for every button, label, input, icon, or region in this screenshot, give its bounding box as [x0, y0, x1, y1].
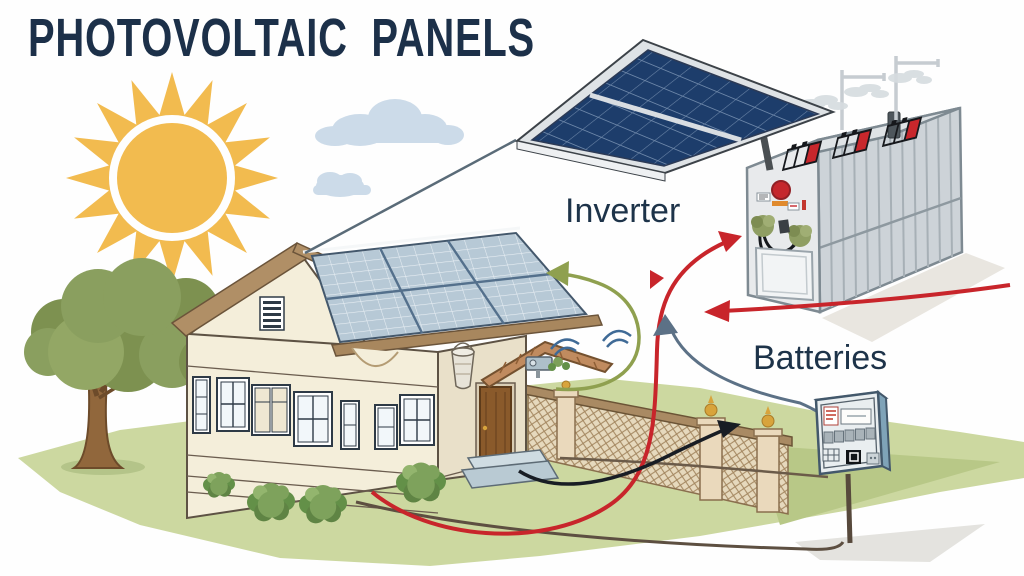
hanging-bucket — [451, 342, 475, 390]
array-dividers — [325, 240, 552, 334]
flow-arcs — [550, 329, 632, 356]
olive-ground-wedge — [755, 445, 1000, 525]
label-sticker-orange — [772, 201, 788, 206]
red-arrowhead-left — [704, 300, 730, 322]
black-arrowhead — [717, 420, 741, 438]
page-title: PHOTOVOLTAIC PANELS — [28, 8, 535, 68]
green-arrow-curve — [555, 272, 641, 392]
gable-vent — [259, 296, 285, 331]
cloud-small — [313, 172, 371, 197]
meter-pole — [845, 473, 853, 544]
red-arrowhead-mid — [650, 270, 664, 289]
meter-red-sticker — [823, 406, 839, 426]
fence-post-3 — [753, 406, 783, 513]
antenna-masts — [840, 56, 940, 130]
french-doors — [251, 384, 291, 436]
vapor-wisps — [798, 70, 932, 110]
rooftop-solar-array — [302, 226, 604, 357]
panel-to-house-wire — [304, 138, 517, 255]
container-rail — [818, 196, 962, 250]
wall-meter-device — [525, 356, 570, 378]
slate-arrowhead — [653, 314, 678, 336]
red-button — [771, 180, 791, 200]
eave-scallop — [351, 347, 399, 368]
panel-center-divider — [589, 92, 742, 143]
panel-frame-thickness — [516, 140, 666, 182]
window-3 — [293, 391, 333, 447]
pole-shadow-wedge — [795, 524, 985, 562]
cloud-large — [315, 99, 464, 146]
green-arrowhead — [546, 261, 569, 286]
window-6 — [399, 394, 435, 446]
meter-switch-row — [823, 427, 876, 444]
window-2 — [216, 377, 250, 432]
batteries-label: Batteries — [753, 339, 887, 377]
window-4 — [340, 400, 360, 450]
access-panel — [754, 246, 815, 302]
porch-steps — [460, 449, 560, 489]
red-cable-to-battery — [370, 240, 727, 536]
panel-cells-area — [530, 49, 821, 167]
house — [170, 226, 614, 524]
roof-ridge — [302, 226, 521, 254]
black-cable — [518, 427, 727, 486]
windows — [192, 376, 435, 450]
window-1 — [192, 376, 211, 434]
battery-container-unit — [745, 56, 964, 314]
container-ribs — [829, 109, 953, 308]
fence-post-1 — [553, 380, 579, 460]
sun-core — [117, 123, 227, 233]
slate-arrow-to-meter — [669, 328, 819, 414]
utility-meter-panel — [813, 389, 892, 544]
ground-cable-short — [559, 456, 829, 479]
energy-flows — [355, 231, 1011, 551]
fence-post-2 — [696, 395, 726, 501]
window-5 — [374, 404, 398, 450]
pole-mounted-solar-panel — [304, 38, 836, 255]
label-sticker-red — [802, 200, 806, 210]
eave-fascia — [330, 314, 604, 357]
ground-cable-long — [355, 500, 845, 551]
red-arrow-to-house — [721, 283, 1011, 313]
meter-cap — [866, 452, 880, 465]
sun — [66, 72, 278, 284]
door-knob — [482, 425, 488, 431]
porch-roof — [480, 340, 614, 389]
inverter-label: Inverter — [565, 192, 680, 230]
red-arrowhead-up — [718, 231, 742, 252]
